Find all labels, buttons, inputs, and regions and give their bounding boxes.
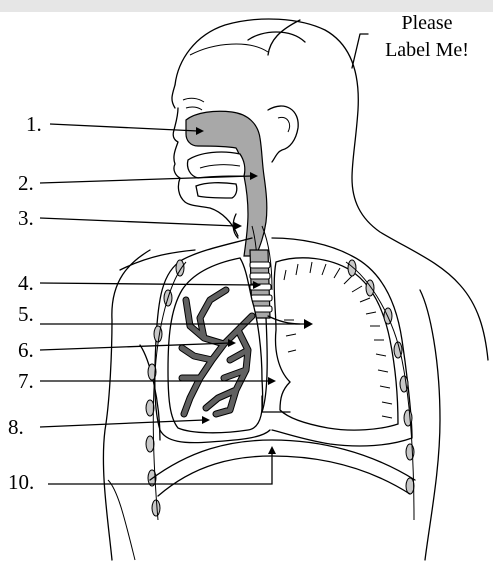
label-5: 5.: [18, 303, 34, 325]
note-line-1: Please: [368, 10, 486, 37]
label-1: 1.: [26, 113, 42, 135]
label-10: 10.: [8, 471, 34, 493]
label-8: 8.: [8, 416, 24, 438]
label-3: 3.: [18, 207, 34, 229]
note-tick: [352, 34, 368, 68]
please-label-me-note: Please Label Me!: [368, 10, 486, 64]
label-2: 2.: [18, 172, 34, 194]
note-line-2: Label Me!: [368, 37, 486, 64]
right-lung: [274, 258, 398, 430]
label-6: 6.: [18, 339, 34, 361]
label-7: 7.: [18, 370, 34, 392]
label-4: 4.: [18, 272, 34, 294]
